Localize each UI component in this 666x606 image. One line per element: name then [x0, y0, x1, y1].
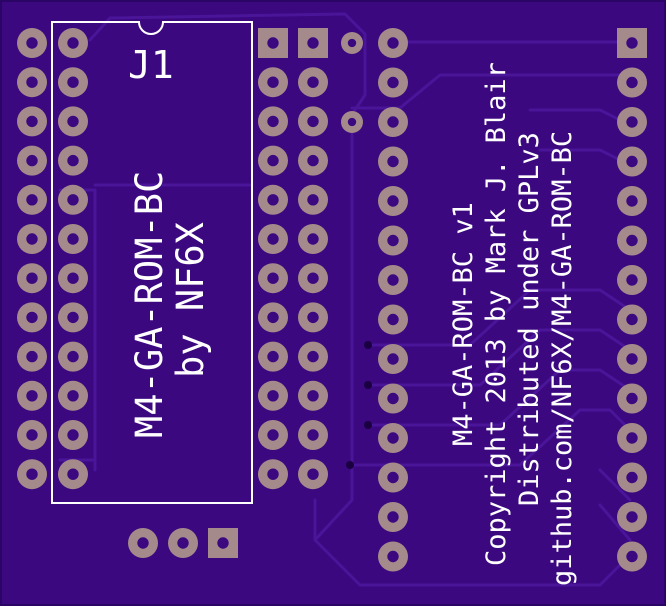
- drill-hole: [307, 76, 319, 88]
- notice-license: Distributed under GPLv3: [514, 132, 545, 506]
- drill-hole: [267, 233, 279, 245]
- drill-hole: [626, 432, 638, 444]
- vias: [346, 341, 372, 469]
- drill-hole: [267, 272, 279, 284]
- drill-hole: [626, 313, 638, 326]
- drill-hole: [387, 234, 399, 247]
- drill-hole: [67, 350, 79, 363]
- drill-hole: [626, 392, 638, 405]
- drill-hole: [267, 154, 279, 167]
- drill-hole: [307, 115, 319, 128]
- drill-hole: [387, 76, 399, 89]
- drill-hole: [387, 116, 399, 128]
- drill-hole: [67, 194, 79, 206]
- drill-hole: [626, 234, 638, 247]
- drill-hole: [307, 194, 319, 206]
- drill-hole: [347, 117, 357, 127]
- drill-hole: [387, 432, 399, 444]
- drill-hole: [307, 429, 319, 441]
- drill-hole: [307, 37, 319, 49]
- notice-url: github.com/NF6X/M4-GA-ROM-BC: [547, 131, 578, 586]
- drill-hole: [387, 37, 399, 49]
- drill-hole: [387, 471, 399, 484]
- drill-hole: [626, 76, 638, 89]
- drill-hole: [26, 194, 38, 206]
- drill-hole: [67, 115, 79, 128]
- drill-hole: [267, 350, 279, 363]
- drill-hole: [26, 115, 38, 128]
- drill-hole: [26, 468, 38, 480]
- drill-hole: [267, 429, 279, 441]
- drill-hole: [347, 38, 357, 48]
- drill-hole: [307, 272, 319, 284]
- drill-hole: [267, 194, 279, 206]
- drill-hole: [67, 76, 79, 88]
- drill-hole: [307, 390, 319, 402]
- drill-hole: [626, 37, 638, 49]
- drill-hole: [67, 233, 79, 245]
- drill-hole: [387, 313, 399, 326]
- drill-hole: [307, 468, 319, 480]
- drill-hole: [387, 511, 399, 523]
- board-author: by NF6X: [169, 222, 212, 378]
- pad-layer: [17, 28, 647, 572]
- drill-hole: [626, 550, 638, 563]
- drill-hole: [26, 233, 38, 245]
- drill-hole: [267, 76, 279, 88]
- drill-hole: [387, 195, 399, 207]
- drill-hole: [307, 154, 319, 167]
- drill-hole: [26, 272, 38, 284]
- drill-hole: [626, 471, 638, 484]
- drill-hole: [217, 537, 229, 549]
- drill-hole: [67, 390, 79, 402]
- drill-hole: [387, 155, 399, 168]
- drill-hole: [67, 311, 79, 324]
- drill-hole: [307, 311, 319, 324]
- notice-title: M4-GA-ROM-BC v1: [448, 202, 479, 446]
- drill-hole: [137, 537, 149, 549]
- drill-hole: [26, 350, 38, 363]
- drill-hole: [26, 311, 38, 324]
- drill-hole: [26, 76, 38, 88]
- drill-hole: [626, 155, 638, 168]
- drill-hole: [626, 511, 638, 523]
- drill-hole: [267, 115, 279, 128]
- drill-hole: [626, 353, 638, 365]
- drill-hole: [26, 429, 38, 441]
- drill-hole: [387, 392, 399, 405]
- drill-hole: [67, 272, 79, 284]
- board-title: M4-GA-ROM-BC: [128, 171, 171, 438]
- drill-hole: [626, 274, 638, 286]
- drill-hole: [177, 537, 189, 549]
- drill-hole: [26, 37, 38, 49]
- drill-hole: [267, 468, 279, 480]
- drill-hole: [267, 311, 279, 324]
- drill-hole: [67, 154, 79, 167]
- drill-hole: [387, 550, 399, 563]
- drill-hole: [307, 350, 319, 363]
- drill-hole: [67, 468, 79, 480]
- ic-outline: [51, 21, 253, 504]
- ref-label-j1: J1: [128, 43, 174, 87]
- drill-hole: [26, 390, 38, 402]
- notice-copyright: Copyright 2013 by Mark J. Blair: [481, 62, 512, 566]
- drill-hole: [387, 353, 399, 365]
- drill-hole: [267, 390, 279, 402]
- drill-hole: [307, 233, 319, 245]
- drill-hole: [267, 37, 279, 49]
- drill-hole: [626, 195, 638, 207]
- drill-hole: [626, 116, 638, 128]
- drill-hole: [67, 429, 79, 441]
- drill-hole: [387, 274, 399, 286]
- drill-hole: [67, 37, 79, 49]
- drill-hole: [26, 154, 38, 167]
